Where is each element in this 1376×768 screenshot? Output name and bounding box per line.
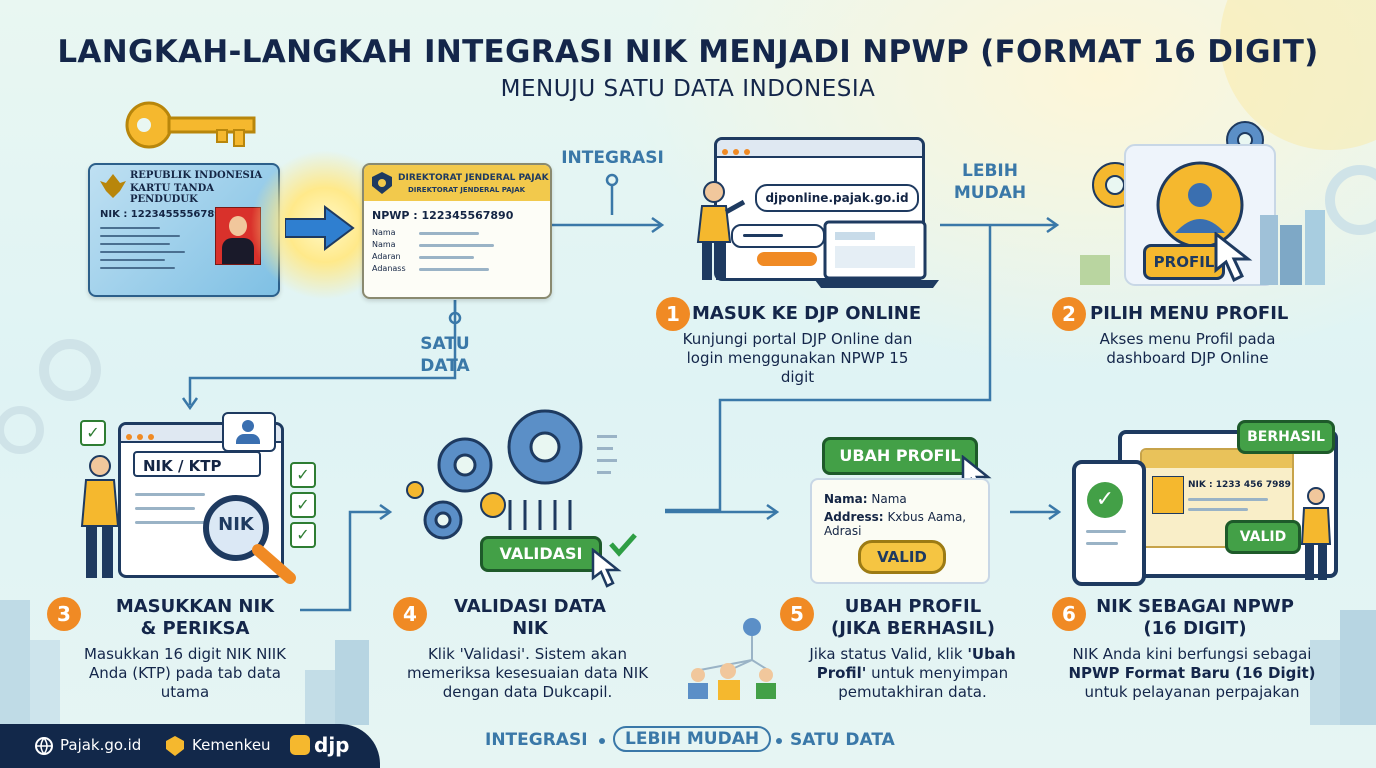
step-1-title: MASUK KE DJP ONLINE [692,303,922,324]
check-icon: ✓ [290,492,316,518]
garuda-emblem-icon [100,174,126,198]
step-5-title: UBAH PROFIL (JIKA BERHASIL) [831,596,995,639]
globe-icon [35,737,53,756]
page-title: LANGKAH-LANGKAH INTEGRASI NIK MENJADI NP… [57,34,1319,70]
step-3-title: MASUKKAN NIK & PERIKSA [115,596,275,639]
check-icon: ✓ [290,462,316,488]
step-4-title: VALIDASI DATA NIK [454,596,606,639]
step-2-title: PILIH MENU PROFIL [1090,303,1289,324]
step-6-title: NIK SEBAGAI NPWP (16 DIGIT) [1096,596,1294,639]
profil-menu-button[interactable]: PROFIL [1143,244,1225,280]
nik-new-number: NIK : 1233 456 7989 [1188,480,1291,490]
tag-integrasi: INTEGRASI [485,730,588,750]
step-6-badge: 6 [1052,597,1086,631]
magnifier-icon [203,495,296,584]
step-3-desc: Masukkan 16 digit NIK NIIK Anda (KTP) pa… [83,645,287,701]
step-2-badge: 2 [1052,297,1086,331]
gears-validation-scene [406,409,617,540]
flow-label-satu-data: SATU DATA [420,334,470,376]
valid-status-badge: VALID [858,540,946,574]
tag-satu-data: SATU DATA [790,730,895,750]
magnifier-label: NIK [218,514,254,535]
nik-ktp-input[interactable]: NIK / KTP [133,451,261,477]
success-check-icon: ✓ [1087,482,1123,518]
npwp-header-2: DIREKTORAT JENDERAL PAJAK [408,186,526,194]
valid-badge: VALID [1225,520,1301,554]
checkmark-icon [609,533,637,557]
address-value: Kхbus Aama, Adrasi [824,510,967,538]
check-icon: ✓ [290,522,316,548]
footer-kemenkeu: Kemenkeu [192,736,271,754]
flow-label-lebih-mudah: LEBIH MUDAH [953,161,1027,203]
npwp-number: NPWP : 122345567890 [372,209,514,222]
step-6-desc: NIK Anda kini berfungsi sebagai NPWP For… [1068,645,1316,701]
step-4-badge: 4 [393,597,427,631]
ktp-header-country: REPUBLIK INDONESIA [130,170,263,181]
person-user-icon [1300,487,1332,580]
kemenkeu-logo-icon [166,736,184,756]
people-network-icon [688,618,776,700]
flow-label-integrasi: INTEGRASI [561,148,664,168]
ubah-profil-button[interactable]: UBAH PROFIL [822,437,978,475]
step-1-desc: Kunjungi portal DJP Online dan login men… [682,330,913,386]
person-user-icon [696,181,746,280]
cursor-icon [591,548,622,588]
step-1-badge: 1 [656,297,690,331]
person-user-icon [80,455,120,578]
cursor-icon [1214,232,1253,283]
tag-lebih-mudah: LEBIH MUDAH [613,726,772,752]
nama-value: Nama [871,492,907,506]
page-subtitle: MENUJU SATU DATA INDONESIA [500,76,876,102]
berhasil-badge: BERHASIL [1237,420,1335,454]
url-bar[interactable]: djponline.pajak.go.id [755,184,919,212]
bottom-tagline: INTEGRASI LEBIH MUDAH SATU DATA [485,726,905,752]
chat-check-icon: ✓ [80,420,106,446]
user-chat-bubble [222,412,276,452]
npwp-card: DIREKTORAT JENDERAL PAJAK DIREKTORAT JEN… [362,163,552,299]
ktp-header-type: KARTU TANDA PENDUDUK [130,183,215,205]
validasi-button[interactable]: VALIDASI [480,536,602,572]
djp-logo-icon [372,172,392,194]
step-2-desc: Akses menu Profil pada dashboard DJP Onl… [1099,330,1276,367]
key-icon [125,101,256,149]
phone-device: ✓ [1072,460,1146,586]
step-4-desc: Klik 'Validasi'. Sistem akan memeriksa k… [406,645,649,701]
step-3-badge: 3 [47,597,81,631]
laptop-icon [815,220,939,288]
footer-site-link[interactable]: Pajak.go.id [60,736,142,754]
ktp-nik: NIK : 12234555567890 [100,209,229,220]
npwp-new-card: NIK : 1233 456 7989 [1140,448,1294,548]
arrow-right-icon [285,205,355,251]
step-5-badge: 5 [780,597,814,631]
djp-logo-icon [290,735,310,755]
address-label: Address: [824,510,884,524]
nama-label: Nama: [824,492,868,506]
footer-bar: Pajak.go.id Kemenkeu djp [0,724,380,768]
footer-djp: djp [314,733,350,757]
npwp-header-1: DIREKTORAT JENDERAL PAJAK [398,173,549,183]
step-5-desc: Jika status Valid, klik 'Ubah Profil' un… [809,645,1016,701]
